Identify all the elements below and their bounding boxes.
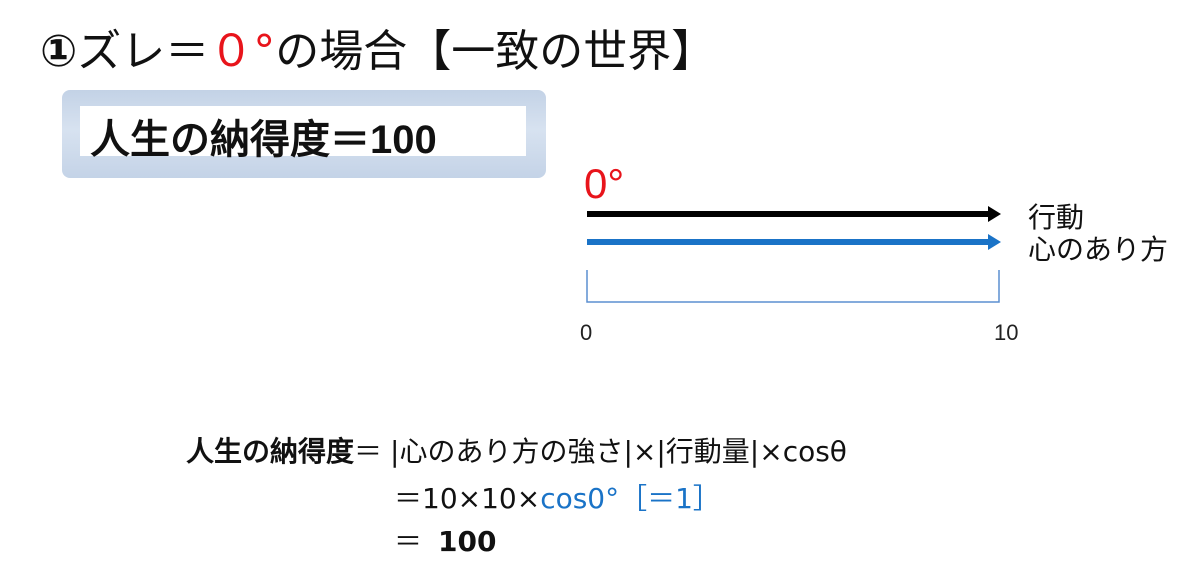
formula-cos-term: cos0°［＝1］ bbox=[540, 482, 721, 515]
formula-eq-3: ＝ bbox=[394, 525, 423, 558]
action-label: 行動 bbox=[1028, 201, 1085, 234]
mind-label: 心のあり方 bbox=[1028, 233, 1169, 266]
formula-line-1: 人生の納得度＝|心のあり方の強さ|×|行動量|×cosθ bbox=[186, 430, 847, 470]
formula-term: 人生の納得度 bbox=[186, 435, 355, 468]
scale-max-label: 10 bbox=[994, 320, 1019, 345]
scale-min-label: 0 bbox=[580, 320, 593, 345]
scale-bracket bbox=[586, 270, 1000, 303]
score-panel: 人生の納得度＝100 bbox=[62, 90, 546, 178]
formula-expression: |心のあり方の強さ|×|行動量|×cosθ bbox=[390, 435, 847, 468]
page-title: ①ズレ＝０°の場合【一致の世界】 bbox=[40, 26, 716, 77]
score-box: 人生の納得度＝100 bbox=[80, 106, 526, 162]
score-text: 人生の納得度＝100 bbox=[90, 118, 437, 162]
heading-suffix: の場合【一致の世界】 bbox=[275, 26, 716, 77]
angle-label: 0° bbox=[584, 160, 625, 207]
formula-result: 100 bbox=[438, 525, 497, 558]
heading-angle: ０° bbox=[209, 26, 276, 77]
formula-line-2: ＝10×10×cos0°［＝1］ bbox=[394, 477, 721, 517]
formula-eq-1: ＝ bbox=[354, 435, 383, 468]
heading-prefix: ズレ＝ bbox=[77, 26, 210, 77]
formula-line-3: ＝ 100 bbox=[394, 520, 496, 560]
section-number: ① bbox=[40, 26, 78, 77]
formula-eq-2: ＝10×10× bbox=[394, 482, 541, 515]
action-arrowhead bbox=[988, 206, 1001, 222]
mind-arrowhead bbox=[988, 234, 1001, 250]
